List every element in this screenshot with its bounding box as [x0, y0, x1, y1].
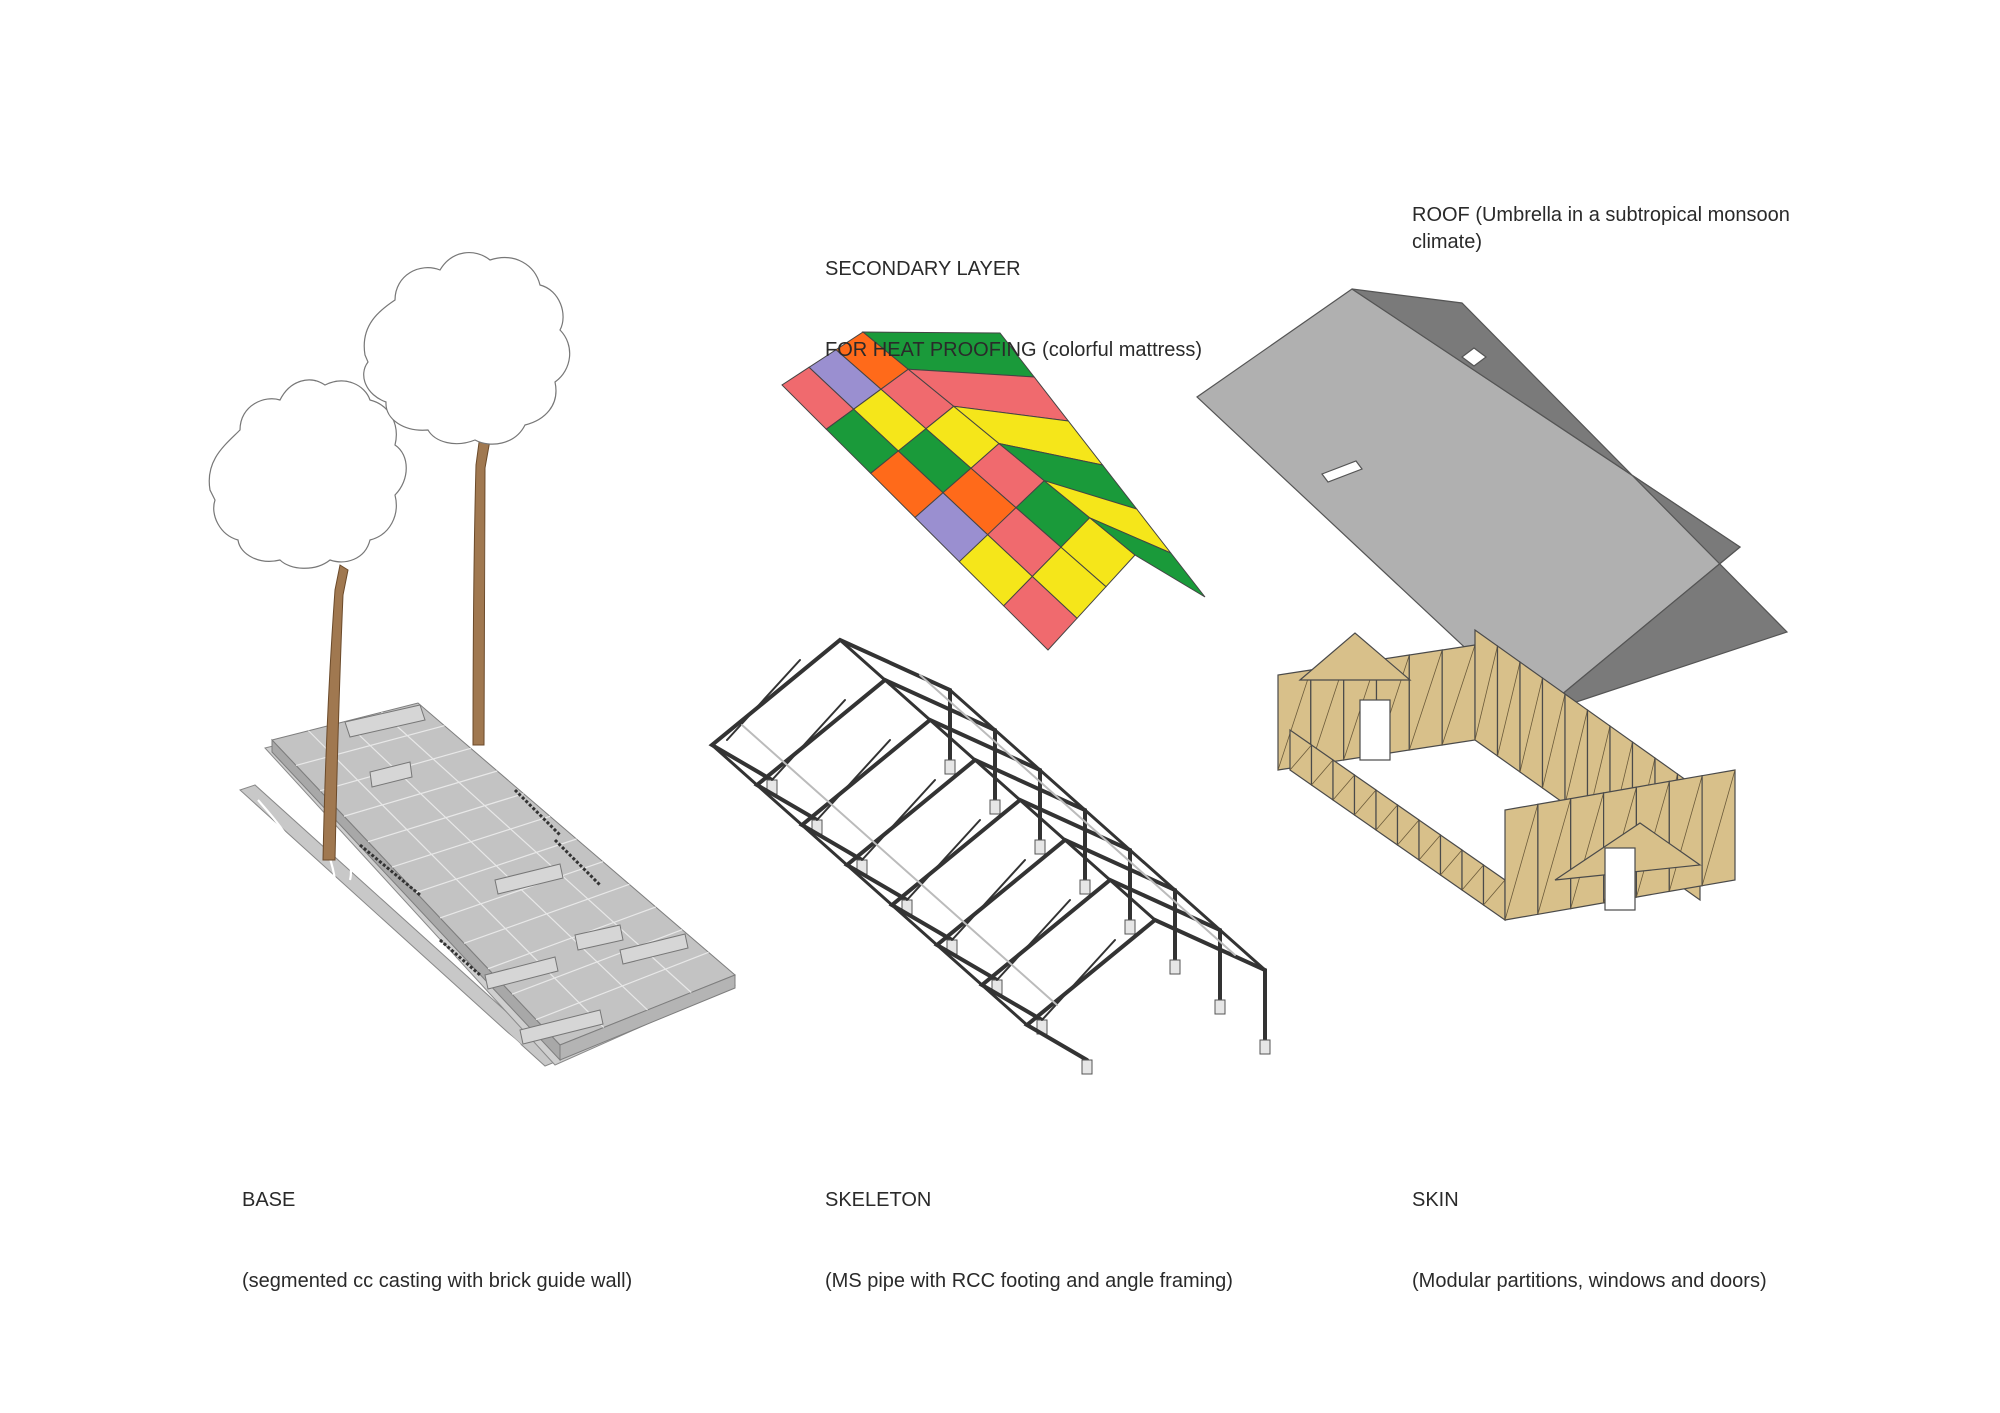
base-caption-subtitle: (segmented cc casting with brick guide w…: [242, 1270, 633, 1292]
skin-window-panel-diagonal: [1542, 693, 1566, 789]
tree-right: [363, 252, 571, 746]
skin-window-panel-diagonal: [1564, 709, 1588, 805]
roof-illustration: [1196, 288, 1789, 716]
portal-frame: [708, 637, 952, 782]
skin-panel-diagonal: [1701, 769, 1736, 886]
roof-caption: ROOF (Umbrella in a subtropical monsoon …: [1412, 204, 1790, 253]
guide-wall: [369, 761, 413, 788]
skeleton-caption-subtitle: (MS pipe with RCC footing and angle fram…: [825, 1270, 1233, 1292]
roof-vent-lower: [1321, 460, 1363, 483]
mattress-layer-illustration: [781, 331, 1206, 651]
skin-frame-strip-diagonal: [1461, 864, 1484, 891]
portal-frame: [1023, 917, 1267, 1062]
frame-brace: [726, 659, 801, 741]
tree-canopy: [363, 252, 571, 445]
rcc-footing: [1081, 1059, 1093, 1075]
base-illustration: [208, 252, 736, 1067]
rcc-footing: [1259, 1039, 1271, 1055]
portal-frame: [888, 797, 1132, 942]
frame-brace: [1041, 939, 1116, 1021]
skin-frame-strip-diagonal: [1289, 744, 1312, 771]
base-brick-strips: [359, 788, 602, 977]
skin-caption: SKIN (Modular partitions, windows and do…: [1412, 1133, 1767, 1349]
skin-frame-strip-diagonal: [1418, 834, 1441, 861]
purlin: [838, 638, 1157, 922]
skin-illustration: [1277, 628, 1736, 922]
skin-window-panel-diagonal: [1519, 677, 1543, 773]
rcc-footing: [1079, 879, 1091, 895]
skin-panel-diagonal: [1277, 669, 1312, 771]
purlin: [710, 743, 1029, 1027]
guide-wall: [519, 1009, 604, 1045]
skin-panel-diagonal: [1408, 649, 1443, 751]
roof-vent-upper: [1461, 347, 1487, 367]
rcc-footing: [1034, 839, 1046, 855]
skin-window-panel-diagonal: [1474, 645, 1498, 741]
skin-gable: [1298, 632, 1412, 681]
frame-brace: [906, 819, 981, 901]
skin-panel-diagonal: [1504, 804, 1539, 921]
skeleton-caption: SKELETON (MS pipe with RCC footing and a…: [825, 1133, 1233, 1349]
mattress-caption-line-1: SECONDARY LAYER: [825, 258, 1021, 280]
roof-side-plane: [1351, 288, 1789, 716]
skin-door-opening: [1604, 847, 1636, 911]
rcc-footing: [1169, 959, 1181, 975]
portal-frame: [978, 877, 1222, 1022]
grid-line: [308, 730, 605, 1028]
skin-panel-diagonal: [1537, 798, 1572, 915]
frame-brace: [816, 739, 891, 821]
base-walls: [344, 704, 689, 1045]
skin-frame-strip-diagonal: [1440, 849, 1463, 876]
skin-frame-strip-diagonal: [1397, 819, 1420, 846]
tree-trunk: [322, 564, 349, 861]
frame-brace: [951, 859, 1026, 941]
skin-frame-strip-diagonal: [1375, 804, 1398, 831]
base-white-topo-lines: [257, 789, 521, 1046]
base-caption: BASE (segmented cc casting with brick gu…: [242, 1133, 632, 1349]
frame-brace: [996, 899, 1071, 981]
portal-frame: [933, 837, 1177, 982]
rcc-footing: [1124, 919, 1136, 935]
mattress-cell: [1002, 575, 1078, 651]
guide-wall: [344, 704, 426, 738]
skeleton-illustration: [708, 637, 1271, 1075]
tree-trunk: [472, 434, 491, 746]
skin-caption-subtitle: (Modular partitions, windows and doors): [1412, 1270, 1767, 1292]
skeleton-caption-title: SKELETON: [825, 1189, 932, 1211]
tree-left: [208, 379, 407, 861]
purlin: [919, 674, 1236, 956]
skin-panel-diagonal: [1441, 644, 1476, 746]
skin-frame-strip-diagonal: [1332, 774, 1355, 801]
skin-caption-title: SKIN: [1412, 1189, 1459, 1211]
frame-brace: [861, 779, 936, 861]
guide-wall: [494, 863, 564, 895]
portal-frame: [843, 757, 1087, 902]
skin-window-panel-diagonal: [1497, 661, 1521, 757]
tree-canopy: [208, 379, 407, 569]
mattress-caption-line-2: FOR HEAT PROOFING (colorful mattress): [825, 339, 1203, 361]
mattress-caption: SECONDARY LAYER FOR HEAT PROOFING (color…: [825, 202, 1202, 418]
portal-frame: [753, 677, 997, 822]
skin-frame-strip-diagonal: [1483, 879, 1506, 906]
rcc-footing: [1214, 999, 1226, 1015]
guide-wall: [574, 924, 624, 951]
base-caption-title: BASE: [242, 1189, 296, 1211]
skin-door-opening: [1359, 699, 1391, 761]
frame-brace: [771, 699, 846, 781]
skin-frame-strip-diagonal: [1311, 759, 1334, 786]
guide-wall: [619, 933, 689, 965]
rcc-footing: [989, 799, 1001, 815]
skin-panel-diagonal: [1570, 792, 1604, 909]
skin-frame-strip-diagonal: [1354, 789, 1377, 816]
skin-panel-diagonal: [1668, 775, 1703, 892]
purlin: [741, 724, 1058, 1006]
rcc-footing: [944, 759, 956, 775]
purlin: [948, 688, 1267, 972]
mattress-cell: [1089, 517, 1206, 598]
portal-frame: [798, 717, 1042, 862]
base-slab-right-edge: [559, 974, 736, 1061]
guide-wall: [484, 956, 559, 990]
